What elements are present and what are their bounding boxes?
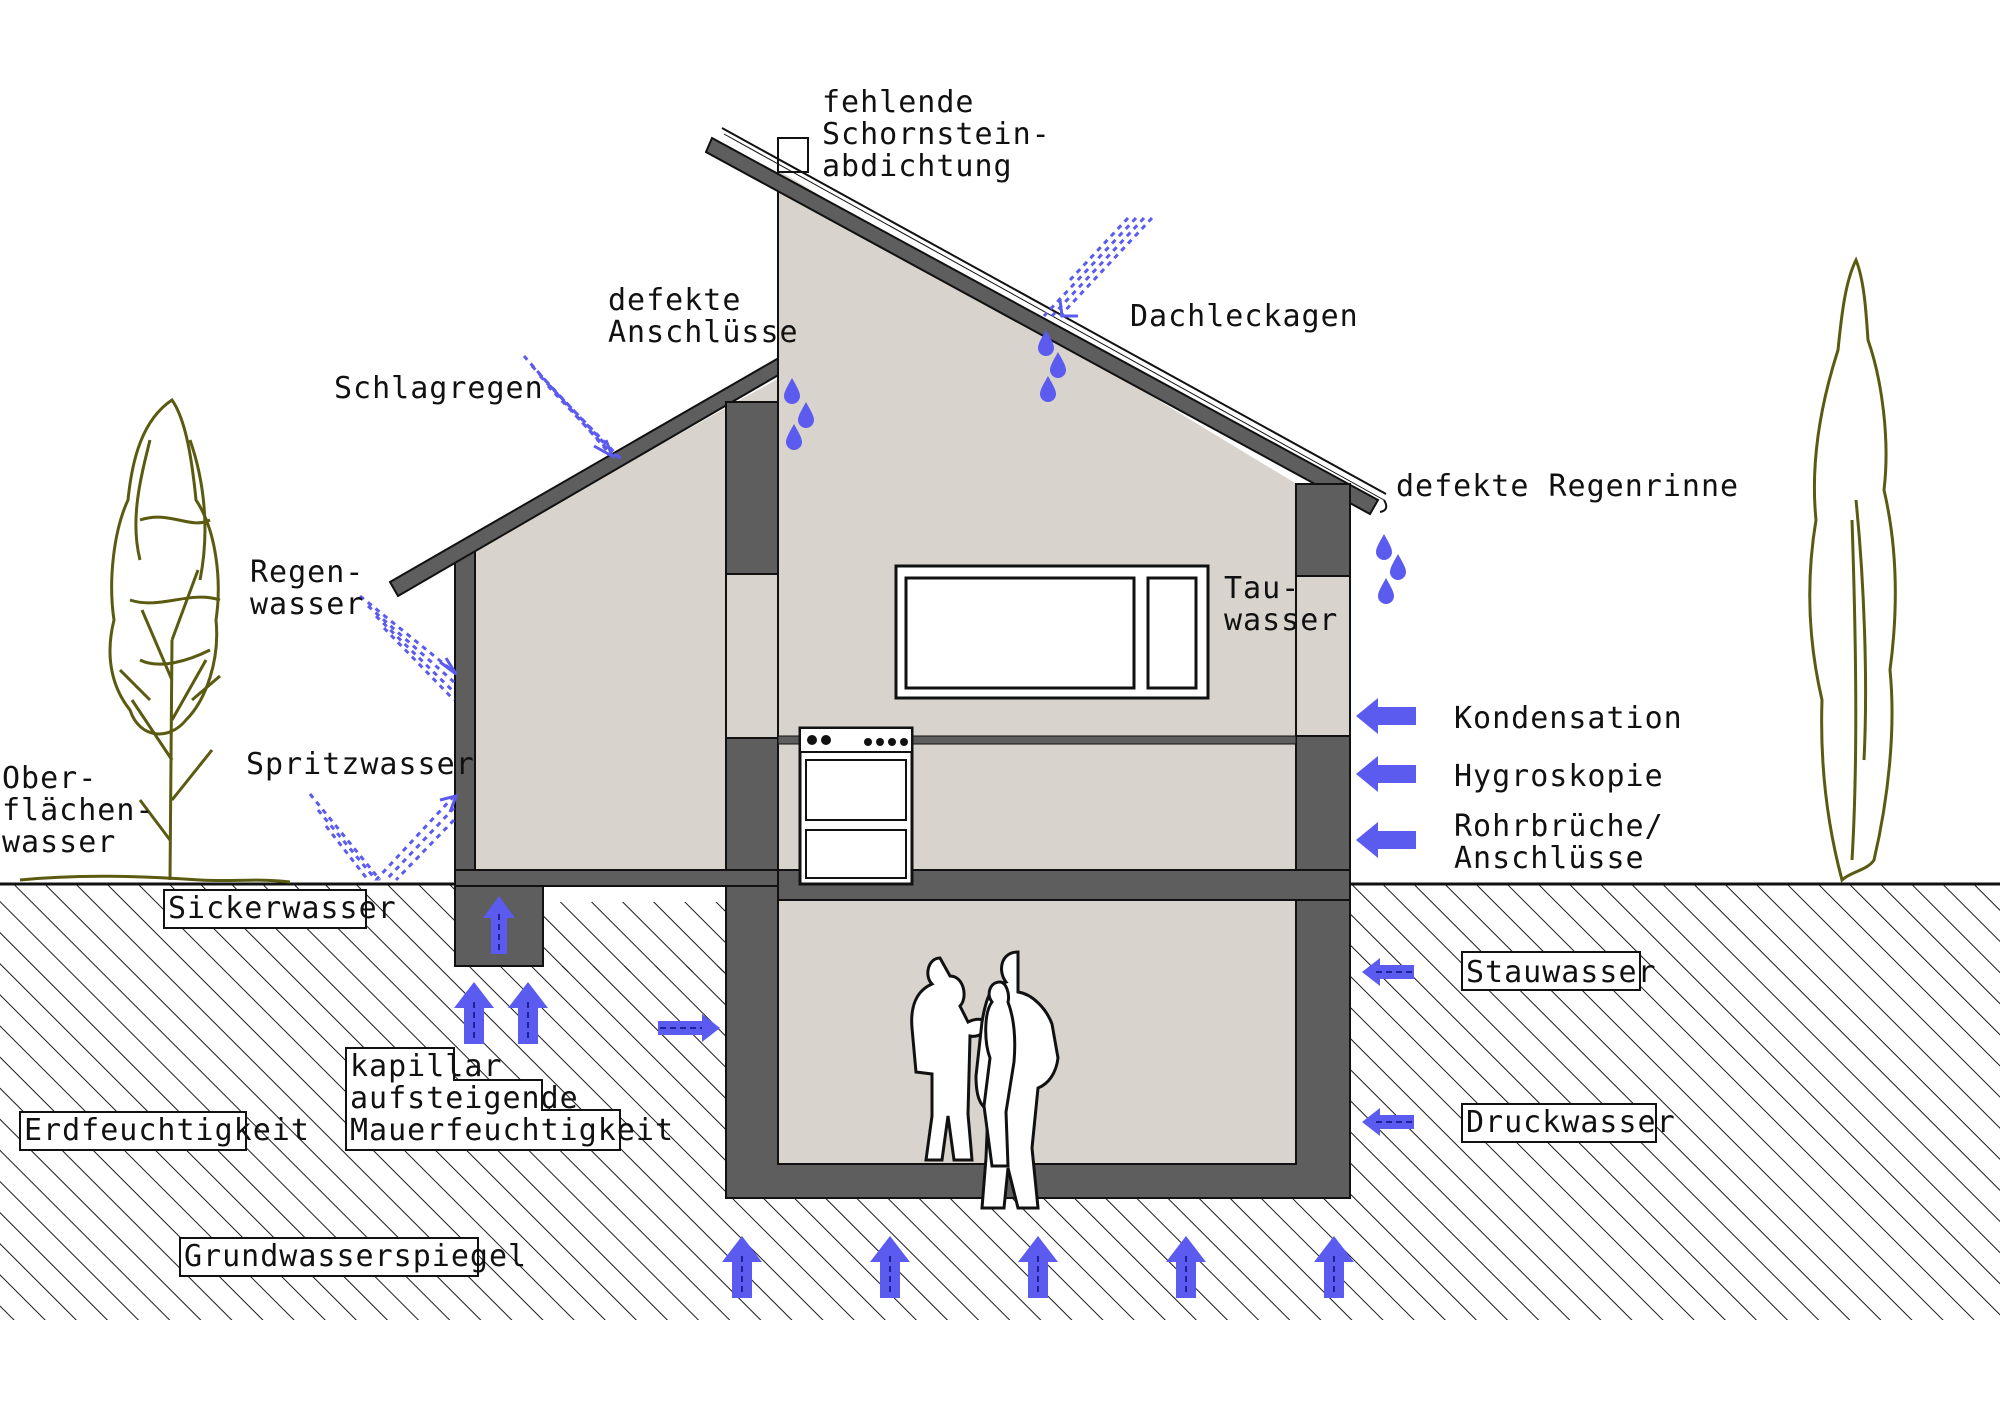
svg-text:Mauerfeuchtigkeit: Mauerfeuchtigkeit — [350, 1113, 674, 1148]
label-roof-leak: Dachleckagen — [1130, 299, 1359, 334]
house-left-wing — [388, 338, 820, 887]
svg-text:Rohrbrüche/: Rohrbrüche/ — [1454, 809, 1664, 844]
label-dew: Tau- wasser — [1224, 571, 1338, 638]
svg-text:defekte: defekte — [608, 283, 741, 318]
svg-text:Ober-: Ober- — [2, 761, 97, 796]
roof-main — [704, 136, 1380, 516]
label-driving-rain: Schlagregen — [334, 371, 544, 406]
svg-text:Sickerwasser: Sickerwasser — [168, 891, 397, 926]
box-groundwater: Grundwasserspiegel — [179, 1237, 527, 1277]
svg-text:flächen-: flächen- — [2, 793, 155, 828]
svg-text:fehlende: fehlende — [822, 85, 975, 120]
svg-text:aufsteigende: aufsteigende — [350, 1081, 579, 1116]
box-soil: Erdfeuchtigkeit — [19, 1111, 310, 1151]
box-seepage: Sickerwasser — [163, 889, 397, 929]
svg-text:kapillar: kapillar — [350, 1049, 503, 1084]
svg-text:Erdfeuchtigkeit: Erdfeuchtigkeit — [24, 1113, 310, 1148]
svg-text:wasser: wasser — [2, 825, 116, 860]
svg-text:wasser: wasser — [250, 587, 364, 622]
stove-icon — [798, 726, 914, 886]
svg-text:Grundwasserspiegel: Grundwasserspiegel — [184, 1239, 527, 1274]
gutter — [1379, 499, 1388, 513]
svg-text:Regen-: Regen- — [250, 555, 364, 590]
people-icon — [910, 950, 1060, 1210]
label-chimney: fehlende Schornstein- abdichtung — [822, 85, 1051, 184]
label-splash: Spritzwasser — [246, 747, 475, 782]
box-capillary: kapillar aufsteigende Mauerfeuchtigkeit — [345, 1047, 674, 1151]
label-condensation: Kondensation — [1454, 701, 1683, 736]
svg-text:Anschlüsse: Anschlüsse — [608, 315, 799, 350]
box-pressure: Druckwasser — [1461, 1103, 1676, 1143]
arrow-icon — [453, 698, 1416, 1299]
window-icon — [894, 564, 1210, 700]
label-surface: Ober- flächen- wasser — [2, 761, 155, 860]
svg-text:wasser: wasser — [1224, 603, 1338, 638]
label-gutter: defekte Regenrinne — [1396, 469, 1739, 504]
house-main-volume — [704, 127, 1388, 901]
label-hygroscopy: Hygroskopie — [1454, 759, 1664, 794]
rain-arrowheads — [439, 299, 1078, 813]
svg-text:Schornstein-: Schornstein- — [822, 117, 1051, 152]
tree-icon — [19, 256, 1897, 884]
label-rain: Regen- wasser — [250, 555, 364, 622]
svg-text:Tau-: Tau- — [1224, 571, 1300, 606]
svg-text:Anschlüsse: Anschlüsse — [1454, 841, 1645, 876]
label-connections: defekte Anschlüsse — [608, 283, 799, 350]
svg-text:Stauwasser: Stauwasser — [1466, 955, 1657, 990]
label-pipes: Rohrbrüche/ Anschlüsse — [1454, 809, 1664, 876]
svg-text:Druckwasser: Druckwasser — [1466, 1105, 1676, 1140]
svg-text:abdichtung: abdichtung — [822, 149, 1013, 184]
box-backwater: Stauwasser — [1461, 951, 1657, 991]
